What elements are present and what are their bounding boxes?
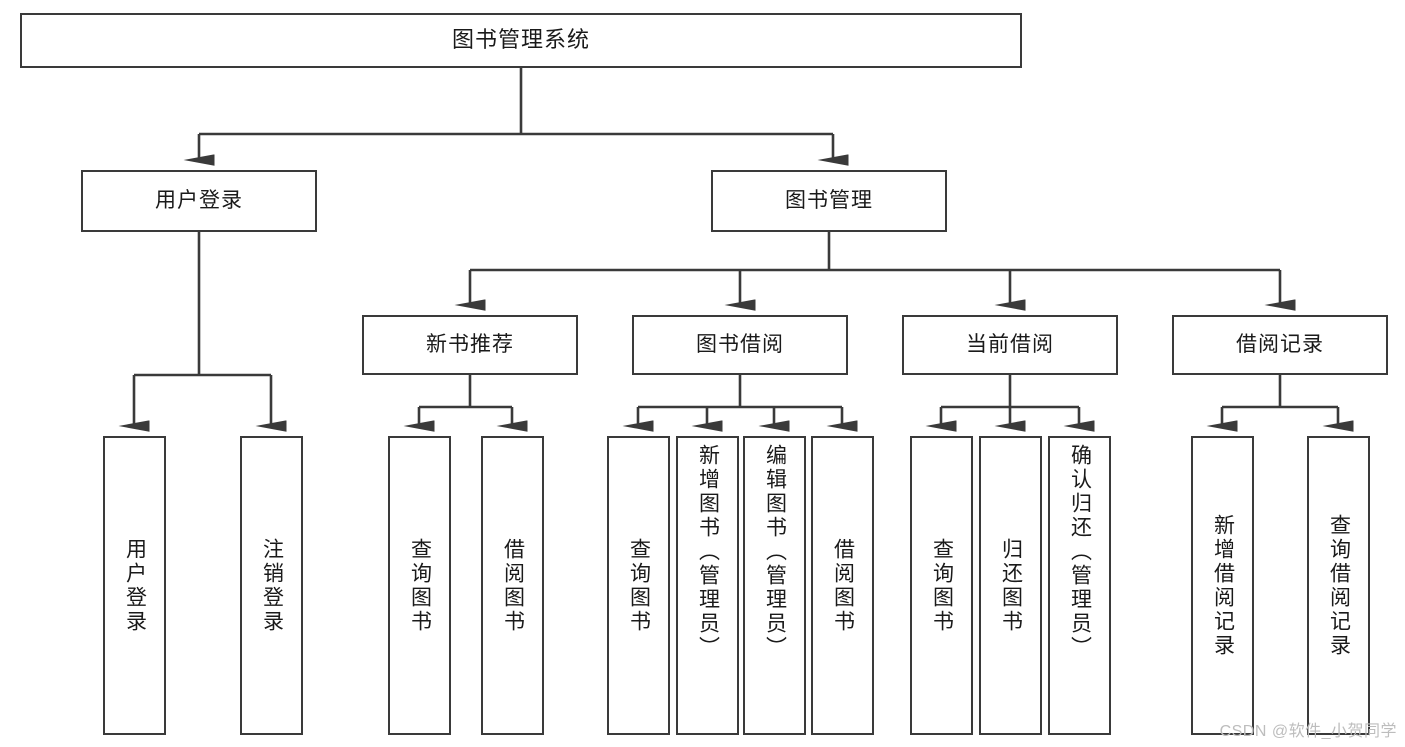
leaf-record-query-record[interactable]: 查询借阅记录 — [1307, 436, 1370, 735]
leaf-borrow-query-book[interactable]: 查询图书 — [607, 436, 670, 735]
node-label: 注销登录 — [260, 537, 284, 634]
node-label: 图书管理 — [785, 189, 873, 213]
node-book-borrow[interactable]: 图书借阅 — [632, 315, 848, 375]
node-label: 归还图书 — [999, 537, 1023, 634]
node-label: 借阅图书 — [501, 537, 525, 634]
leaf-current-confirm-return-admin[interactable]: 确认归还（管理员） — [1048, 436, 1111, 735]
leaf-current-query-book[interactable]: 查询图书 — [910, 436, 973, 735]
node-user-login[interactable]: 用户登录 — [81, 170, 317, 232]
node-new-book-recommend[interactable]: 新书推荐 — [362, 315, 578, 375]
leaf-newbook-query-book[interactable]: 查询图书 — [388, 436, 451, 735]
watermark-text: CSDN @软件_小贺同学 — [1219, 723, 1397, 740]
node-label: 借阅记录 — [1236, 333, 1324, 357]
node-root-system[interactable]: 图书管理系统 — [20, 13, 1022, 68]
leaf-record-add-record[interactable]: 新增借阅记录 — [1191, 436, 1254, 735]
leaf-borrow-borrow-book[interactable]: 借阅图书 — [811, 436, 874, 735]
node-label: 借阅图书 — [831, 537, 855, 634]
node-label: 查询图书 — [627, 537, 651, 634]
node-book-management[interactable]: 图书管理 — [711, 170, 947, 232]
leaf-current-return-book[interactable]: 归还图书 — [979, 436, 1042, 735]
node-label: 用户登录 — [155, 189, 243, 213]
leaf-newbook-borrow-book[interactable]: 借阅图书 — [481, 436, 544, 735]
node-label: 图书借阅 — [696, 333, 784, 357]
leaf-user-login[interactable]: 用户登录 — [103, 436, 166, 735]
node-label: 查询图书 — [408, 537, 432, 634]
leaf-user-logout[interactable]: 注销登录 — [240, 436, 303, 735]
leaf-borrow-edit-book-admin[interactable]: 编辑图书（管理员） — [743, 436, 806, 735]
node-label: 查询图书 — [930, 537, 954, 634]
node-borrow-record[interactable]: 借阅记录 — [1172, 315, 1388, 375]
node-label: 确认归还（管理员） — [1068, 444, 1092, 660]
node-label: 用户登录 — [123, 537, 147, 634]
node-label: 新书推荐 — [426, 333, 514, 357]
node-label: 新增图书（管理员） — [696, 444, 720, 660]
node-label: 图书管理系统 — [451, 27, 590, 53]
node-label: 当前借阅 — [966, 333, 1054, 357]
leaf-borrow-add-book-admin[interactable]: 新增图书（管理员） — [676, 436, 739, 735]
node-label: 编辑图书（管理员） — [763, 444, 787, 660]
node-label: 新增借阅记录 — [1211, 513, 1235, 658]
node-current-borrow[interactable]: 当前借阅 — [902, 315, 1118, 375]
node-label: 查询借阅记录 — [1327, 513, 1351, 658]
